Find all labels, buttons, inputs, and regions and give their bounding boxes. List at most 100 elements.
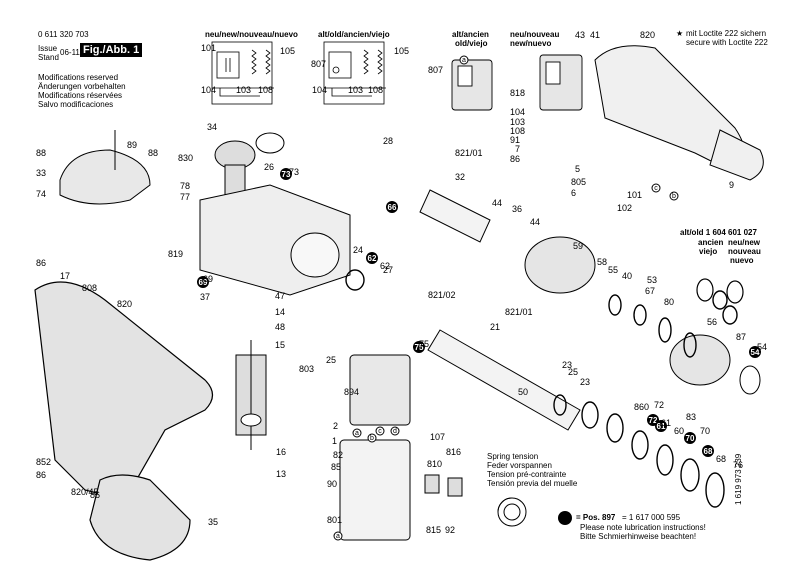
issue-date: 06-11-07 (60, 48, 92, 57)
loctite-star-icon: ★ (676, 29, 684, 38)
part-label: 101 (627, 190, 642, 200)
part-label: 69 (203, 274, 213, 284)
part-label: 33 (36, 168, 46, 178)
part-label: 810 (427, 459, 442, 469)
part-label: 819 (168, 249, 183, 259)
part-label: 830 (178, 153, 193, 163)
part-label: 67 (645, 286, 655, 296)
part-label: 102 (617, 203, 632, 213)
loctite-note-en: secure with Loctite 222 (686, 38, 768, 47)
part-label: 805 (571, 177, 586, 187)
part-label: 82 (333, 450, 343, 460)
part-label: 75 (419, 339, 429, 349)
part-label: 77 (180, 192, 190, 202)
caption-new-switch-2: new/nuevo (510, 39, 552, 48)
part-label: 78 (180, 181, 190, 191)
part-label: 108 (510, 126, 525, 136)
part-label: 58 (597, 257, 607, 267)
part-label: 821/01 (455, 148, 483, 158)
svg-text:c: c (654, 185, 658, 192)
mods-line-de: Änderungen vorbehalten (38, 82, 126, 91)
part-label: 28 (383, 136, 393, 146)
caption-new-switch-1: neu/nouveau (510, 30, 560, 39)
part-label: 105 (394, 46, 409, 56)
part-label: 83 (686, 412, 696, 422)
neu-line-3: nuevo (730, 256, 754, 265)
part-label: 74 (36, 189, 46, 199)
part-label: 36 (512, 204, 522, 214)
part-label: 86 (90, 490, 100, 500)
svg-text:d: d (393, 428, 397, 435)
part-label: 25 (326, 355, 336, 365)
part-label: 85 (331, 462, 341, 472)
part-label: 820 (640, 30, 655, 40)
tool-holder (524, 236, 761, 395)
part-label: 68 (716, 454, 726, 464)
part-label: 54 (757, 342, 767, 352)
part-label: 86 (36, 258, 46, 268)
hammer-tube (419, 189, 581, 431)
part-label: 13 (276, 469, 286, 479)
spring-tension-figure (497, 497, 527, 527)
part-label: 103 (236, 85, 251, 95)
lubrication-pos: = Pos. 897 (576, 513, 616, 522)
part-label: 24 (353, 245, 363, 255)
part-label: 103 (348, 85, 363, 95)
part-label: 105 (280, 46, 295, 56)
part-label: 801 (327, 515, 342, 525)
part-label: 32 (455, 172, 465, 182)
lubrication-line-de: Bitte Schmierhinweise beachten! (580, 532, 697, 541)
armature (235, 340, 267, 450)
part-label: 16 (276, 447, 286, 457)
svg-text:75: 75 (415, 343, 424, 352)
svg-text:70: 70 (686, 434, 695, 443)
gear-housing (199, 184, 351, 296)
circuit-inset-old (323, 41, 386, 105)
part-label: 9 (729, 180, 734, 190)
part-label: 23 (562, 360, 572, 370)
part-label: 44 (530, 217, 540, 227)
lubrication-line-en: Please note lubrication instructions! (580, 523, 706, 532)
part-label: 104 (201, 85, 216, 95)
issue-label: Issue (38, 44, 58, 53)
part-label: 107 (430, 432, 445, 442)
part-label: 820/45 (71, 487, 99, 497)
part-label: 62 (380, 261, 390, 271)
part-label: 34 (207, 122, 217, 132)
part-label: 89 (127, 140, 137, 150)
svg-text:72: 72 (649, 416, 658, 425)
part-label: 808 (82, 283, 97, 293)
svg-text:54: 54 (751, 348, 760, 357)
part-label: 820 (117, 299, 132, 309)
spring-ring-alt (696, 278, 744, 304)
part-label: 88 (36, 148, 46, 158)
part-label: 72 (654, 400, 664, 410)
part-label: 61 (661, 418, 671, 428)
part-label: 86 (510, 154, 520, 164)
part-label: 108 (258, 85, 273, 95)
svg-text:61: 61 (657, 422, 666, 431)
part-label: 807 (311, 59, 326, 69)
part-label: 55 (608, 265, 618, 275)
part-label: 6 (571, 188, 576, 198)
seal-rings (345, 269, 738, 508)
svg-text:a: a (355, 430, 359, 437)
part-label: 90 (327, 479, 337, 489)
gear-cover (59, 130, 151, 205)
part-label: 104 (510, 107, 525, 117)
alt-part-title: alt/old 1 604 601 027 (680, 228, 757, 237)
svg-text:b: b (672, 193, 676, 200)
neu-line-1: neu/new (728, 238, 761, 247)
part-label: 87 (736, 332, 746, 342)
part-label: 92 (445, 525, 455, 535)
part-label: 47 (275, 291, 285, 301)
part-label: 803 (299, 364, 314, 374)
part-label: 1 (332, 436, 337, 446)
svg-text:68: 68 (704, 447, 713, 456)
part-label: 5 (575, 164, 580, 174)
gear-assembly (214, 132, 285, 196)
mods-line-fr: Modifications réservées (38, 91, 123, 100)
part-label: 23 (580, 377, 590, 387)
part-label: 43 (575, 30, 585, 40)
alt-viejo: viejo (699, 247, 718, 256)
